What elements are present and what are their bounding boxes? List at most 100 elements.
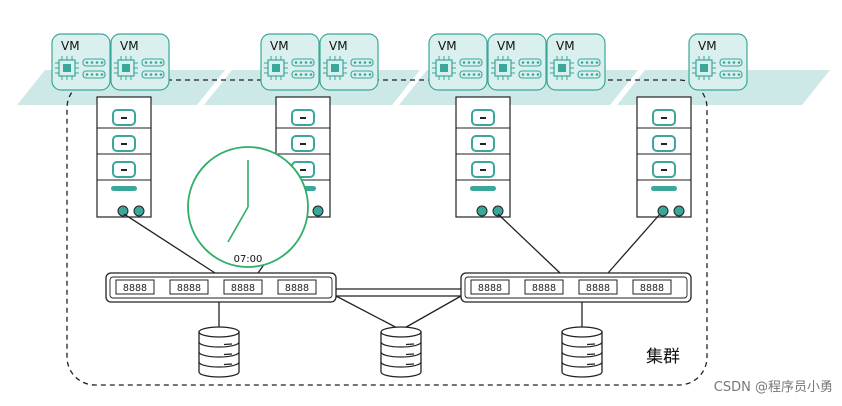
link-server3-switch2: [497, 213, 561, 274]
server-port: [133, 205, 145, 217]
server-drive: [652, 135, 676, 152]
server-status-bar: [111, 186, 137, 191]
server-drive: [112, 161, 136, 178]
server-drive: [471, 161, 495, 178]
vm-label: VM: [497, 39, 516, 53]
server: [455, 96, 511, 218]
switch-port-label: 8888: [532, 283, 556, 294]
storage-database: [380, 326, 422, 378]
memory-module-icon: [82, 58, 106, 79]
server-drive: [471, 135, 495, 152]
switch-port-label: 8888: [586, 283, 610, 294]
storage-body: [380, 331, 422, 378]
clock-time-label: 07:00: [234, 254, 263, 265]
server-drive: [291, 109, 315, 126]
switch-port: [470, 279, 510, 295]
server-body: [455, 96, 511, 218]
storage-top: [198, 326, 240, 338]
memory-module-icon: [350, 58, 374, 79]
server-drive: [291, 135, 315, 152]
vm-label: VM: [270, 39, 289, 53]
server-layer: [96, 96, 692, 218]
vm-label: VM: [698, 39, 717, 53]
storage-top: [380, 326, 422, 338]
server-port: [673, 205, 685, 217]
memory-module-icon: [719, 58, 743, 79]
cpu-chip-icon: [550, 56, 574, 80]
watermark: CSDN @程序员小勇: [714, 380, 833, 395]
server-drive: [112, 109, 136, 126]
memory-module-icon: [141, 58, 165, 79]
link-server1-switch1: [123, 213, 216, 274]
link-server4-switch2: [607, 213, 661, 274]
vm-label: VM: [556, 39, 575, 53]
server-status-bar: [651, 186, 677, 191]
switch-port: [223, 279, 263, 295]
vm-label: VM: [438, 39, 457, 53]
vm-label: VM: [61, 39, 80, 53]
memory-module-icon: [518, 58, 542, 79]
storage-database: [198, 326, 240, 378]
vm-layer: VM VM VM VM VM VM VM VM: [51, 33, 748, 91]
cpu-chip-icon: [432, 56, 456, 80]
memory-module-icon: [291, 58, 315, 79]
switch-port-label: 8888: [123, 283, 147, 294]
cluster-boundary: [66, 79, 708, 386]
server-drive: [652, 161, 676, 178]
cpu-chip-icon: [491, 56, 515, 80]
cpu-chip-icon: [114, 56, 138, 80]
vm-label: VM: [120, 39, 139, 53]
server-port: [657, 205, 669, 217]
cpu-chip-icon: [55, 56, 79, 80]
switch-port: [524, 279, 564, 295]
cluster-label: 集群: [646, 347, 680, 367]
cpu-chip-icon: [264, 56, 288, 80]
vm-card: VM: [51, 33, 111, 91]
server: [96, 96, 152, 218]
vm-card: VM: [110, 33, 170, 91]
storage-database: [561, 326, 603, 378]
cpu-chip-icon: [323, 56, 347, 80]
switch-port: [277, 279, 317, 295]
switch-port-label: 8888: [231, 283, 255, 294]
storage-body: [561, 331, 603, 378]
vm-card: VM: [487, 33, 547, 91]
network-switch: 8888 8888 8888 8888: [105, 272, 337, 303]
switch-port-label: 8888: [177, 283, 201, 294]
link-switch2-storage2: [400, 295, 462, 331]
clock: 07:00: [187, 146, 309, 268]
server-port: [312, 205, 324, 217]
clock-minute-hand: [227, 206, 249, 243]
server-body: [96, 96, 152, 218]
storage-body: [198, 331, 240, 378]
storage-top: [561, 326, 603, 338]
switch-port: [578, 279, 618, 295]
memory-module-icon: [459, 58, 483, 79]
switch-port: [169, 279, 209, 295]
switch-port-label: 8888: [478, 283, 502, 294]
server-drive: [652, 109, 676, 126]
server-port: [476, 205, 488, 217]
vm-card: VM: [688, 33, 748, 91]
switch-port-label: 8888: [285, 283, 309, 294]
cpu-chip-icon: [692, 56, 716, 80]
vm-card: VM: [260, 33, 320, 91]
server-body: [636, 96, 692, 218]
vm-card: VM: [428, 33, 488, 91]
server-port: [117, 205, 129, 217]
switch-port: [115, 279, 155, 295]
server-drive: [471, 109, 495, 126]
switch-port: [632, 279, 672, 295]
server-port: [492, 205, 504, 217]
server-drive: [112, 135, 136, 152]
vm-card: VM: [546, 33, 606, 91]
storage-layer: [198, 326, 603, 378]
link-switch1-storage2: [335, 295, 402, 331]
server-status-bar: [470, 186, 496, 191]
memory-module-icon: [577, 58, 601, 79]
server: [636, 96, 692, 218]
vm-card: VM: [319, 33, 379, 91]
